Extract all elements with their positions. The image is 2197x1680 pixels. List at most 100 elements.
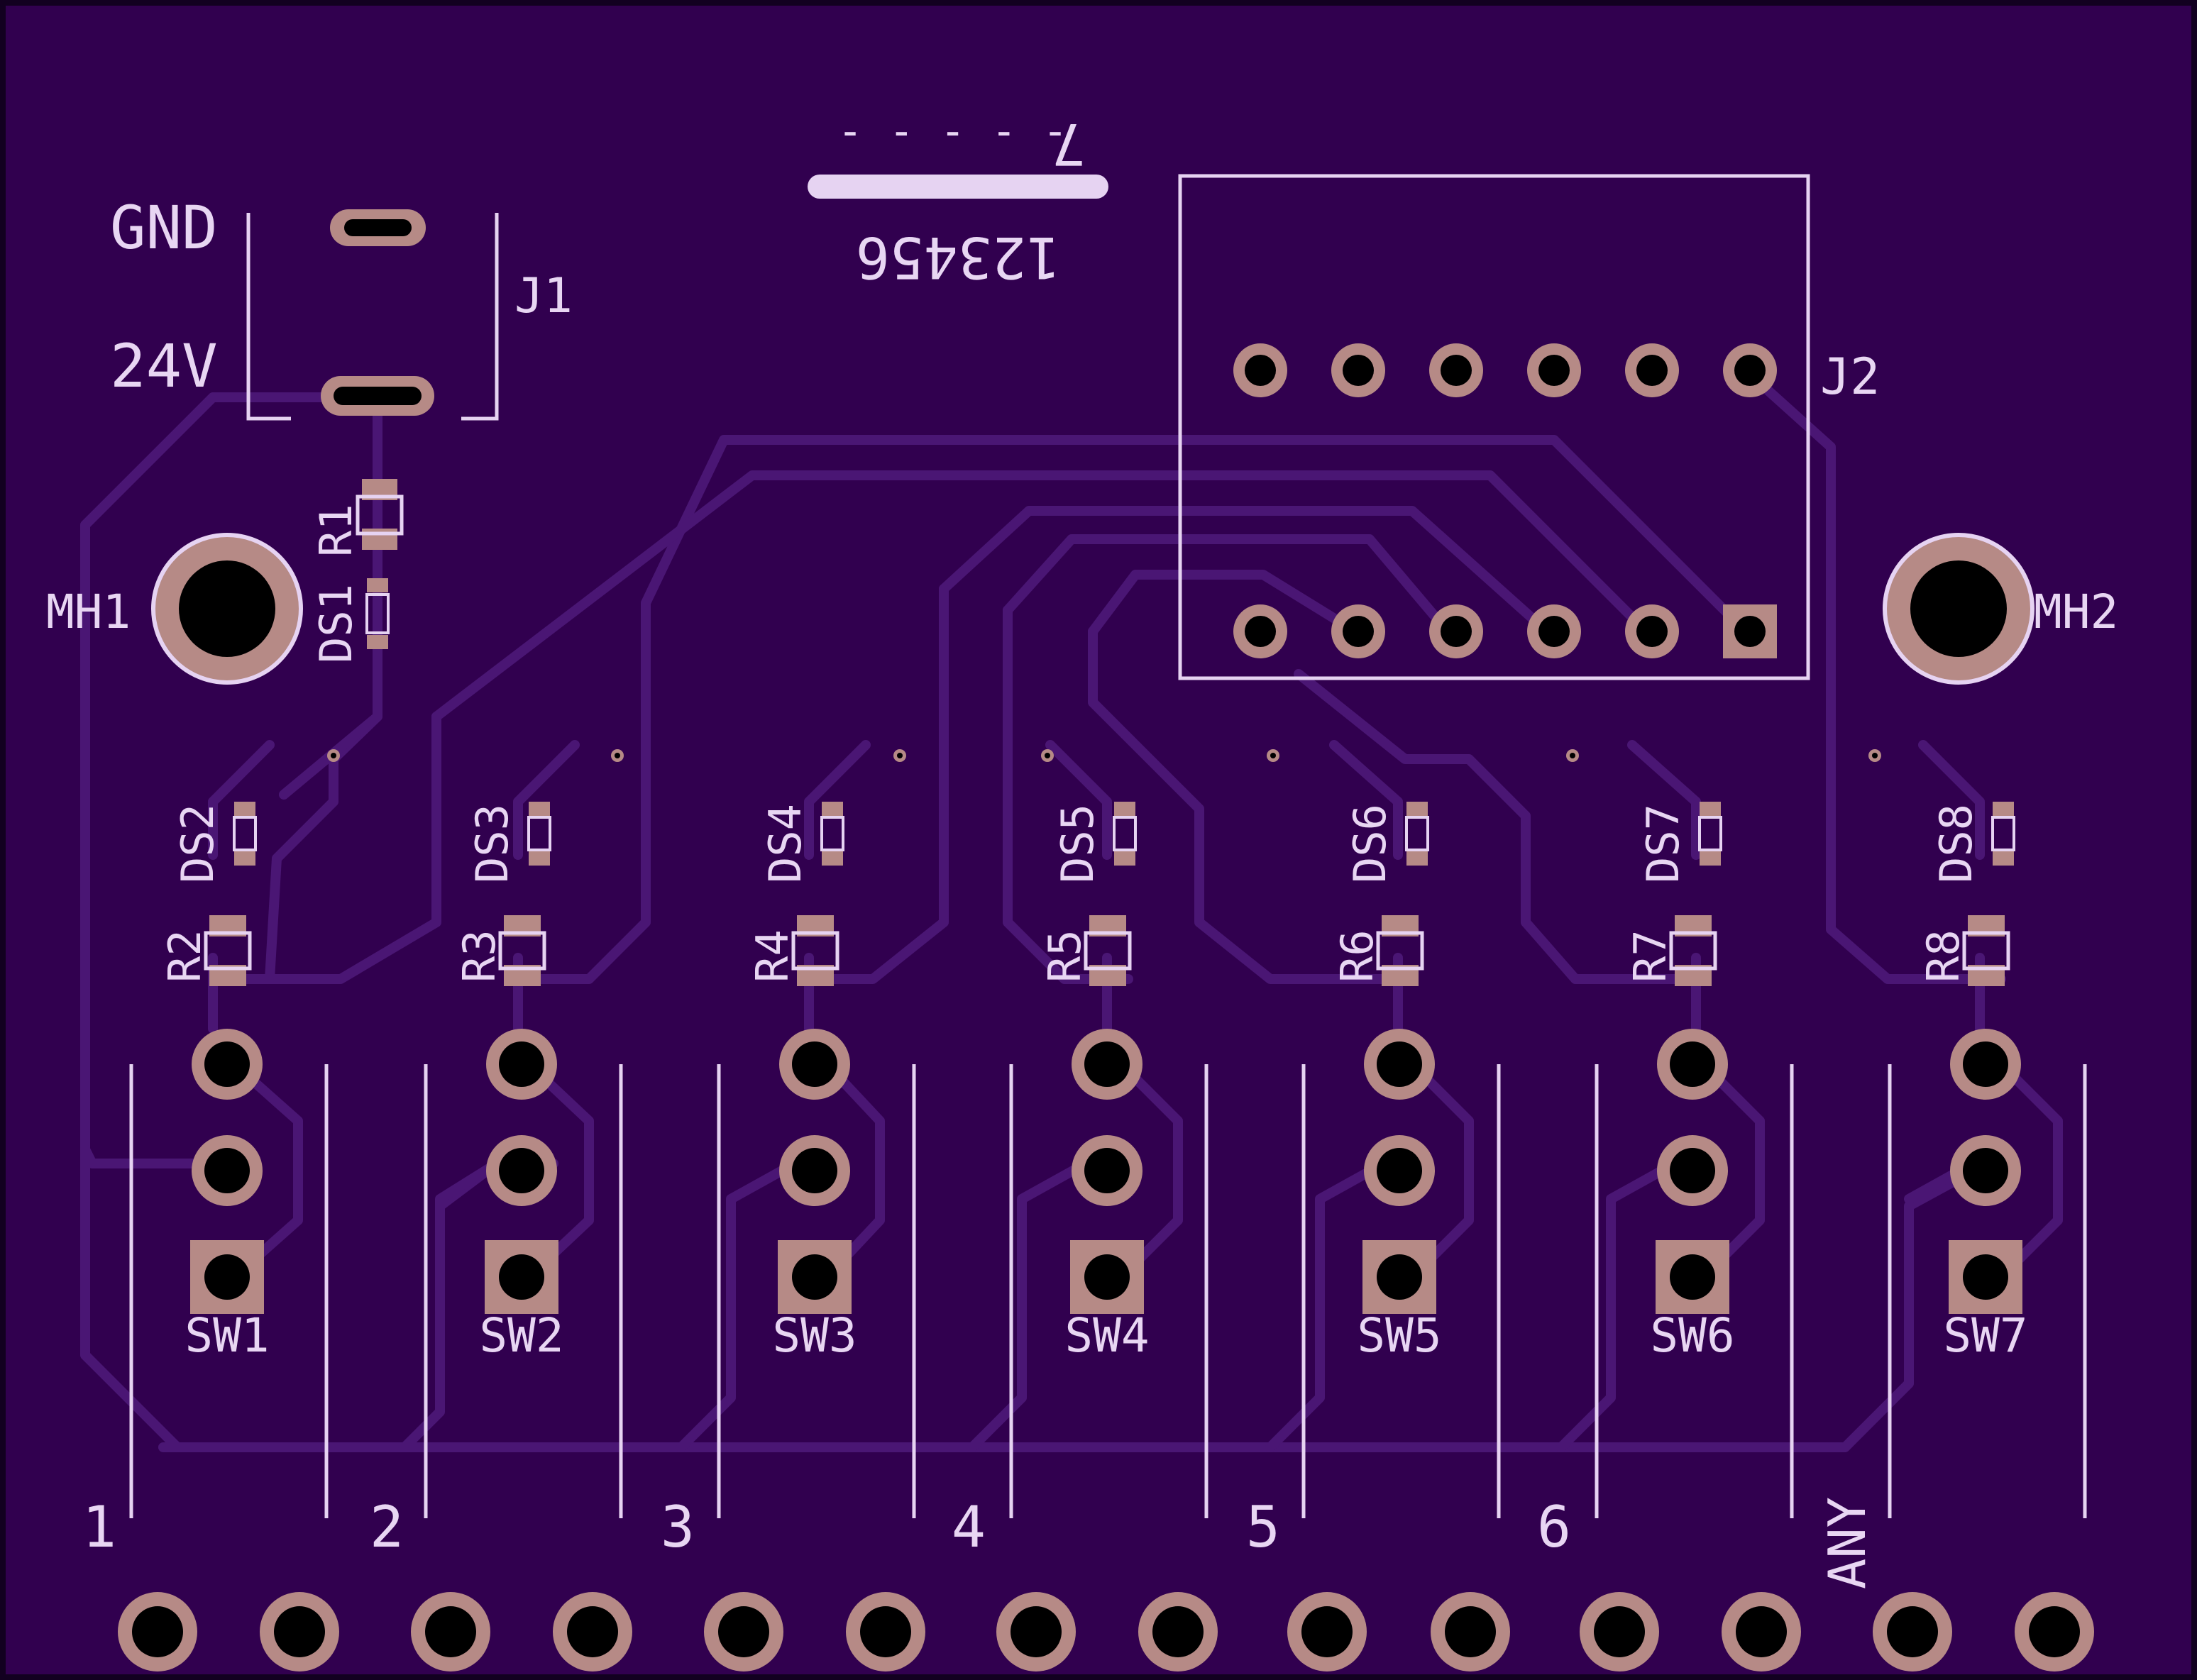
ds-label: DS8 [1930,804,1982,883]
r1-ds1: R1 DS1 [310,479,404,663]
r-body [1084,931,1132,971]
bottom-pin-drill [425,1606,476,1657]
copper-traces [80,378,2063,1452]
ds-pad [529,851,550,866]
via-drill [1045,753,1050,758]
mh1-label: MH1 [46,585,131,639]
switch-pin-drill [1377,1148,1422,1193]
ds-body [527,816,551,851]
j2-pin-drill [1734,355,1766,386]
switch-pin-drill [1084,1148,1130,1193]
bottom-pin-drill [2029,1606,2080,1657]
r1-label: R1 [310,504,362,557]
ds-body [233,816,257,851]
ds-pad [822,802,843,816]
j2-pin-drill [1343,616,1374,647]
j2-pin-drill [1636,616,1668,647]
ds-label: DS6 [1344,804,1396,883]
r-body [791,931,839,971]
switch-pin-drill [499,1254,544,1300]
switch-pin-drill [204,1041,250,1087]
switch-2: SW2 [424,1029,623,1518]
ds-label: DS3 [466,804,518,883]
r-label: R6 [1331,929,1383,983]
ds-body [1113,816,1137,851]
switch-pin-drill [1377,1254,1422,1300]
switch-pin-drill [1084,1041,1130,1087]
switch-pin-drill [499,1148,544,1193]
r-label: R7 [1624,929,1676,983]
switch-pin-drill [1963,1254,2008,1300]
ds-pad [1993,851,2014,866]
switch-label: SW3 [772,1308,857,1363]
bottom-pin-drill [1301,1606,1353,1657]
r-label: R8 [1917,929,1969,983]
ds-label: DS2 [172,804,224,883]
switch-pin-drill [1670,1041,1715,1087]
ds-pad [529,802,550,816]
j1-24v-label: 24V [110,331,218,401]
switch-pin-drill [499,1041,544,1087]
j2-pin-drill [1245,355,1276,386]
pin-dashes: - - - - - [837,106,1068,156]
via-drill [897,753,903,758]
j2-refdes: J2 [1820,348,1880,406]
ds-body [1991,816,2015,851]
bottom-pin-drill [1887,1606,1938,1657]
r-label: R2 [159,929,211,983]
via-drill [331,753,336,758]
r-body [1669,931,1717,971]
j2-pin-drill [1636,355,1668,386]
ds-body [1698,816,1722,851]
bottom-pin-drill [567,1606,618,1657]
switch-5: SW5 [1301,1029,1501,1518]
j2-pin-drill [1245,616,1276,647]
j2-pins [1233,343,1777,658]
r-label: R3 [453,929,505,983]
switch-label: SW4 [1064,1308,1149,1363]
switch-pin-drill [1670,1254,1715,1300]
position-label: 4 [952,1494,986,1560]
ds1-label: DS1 [310,584,362,663]
switch-pin-drill [204,1254,250,1300]
j2-pin-drill [1538,616,1570,647]
ds-pad [1700,851,1721,866]
ds-pad [1114,802,1135,816]
via-drill [1270,753,1276,758]
position-label: 2 [370,1494,404,1560]
ds-pad [234,851,255,866]
j1-connector: GND 24V J1 [110,193,573,421]
r-body [498,931,546,971]
j1-gnd-label: GND [110,193,218,262]
r-body [1376,931,1424,971]
bottom-pin-drill [1152,1606,1204,1657]
pin7-label: 7 [1052,111,1086,177]
switch-pin-drill [1963,1041,2008,1087]
ds-pad [1700,802,1721,816]
bottom-pin-drill [1011,1606,1062,1657]
switch-pin-drill [792,1254,837,1300]
switch-pin-drill [1377,1041,1422,1087]
pin-header-marking: 7 - - - - - 123456 [808,106,1108,290]
j1-refdes: J1 [514,268,573,324]
r-label: R5 [1039,929,1091,983]
position-label: 5 [1246,1494,1280,1560]
j2-pin-drill [1538,355,1570,386]
position-label: 6 [1537,1494,1571,1560]
pin-numbers: 123456 [856,224,1061,290]
ds-body [1405,816,1429,851]
bottom-pin-drill [132,1606,183,1657]
switch-label: SW2 [479,1308,563,1363]
switch-label: SW1 [185,1308,269,1363]
via-drill [615,753,620,758]
bottom-pin-drill [1736,1606,1787,1657]
header-silk-bar [808,175,1108,199]
mh1: MH1 [46,533,303,685]
